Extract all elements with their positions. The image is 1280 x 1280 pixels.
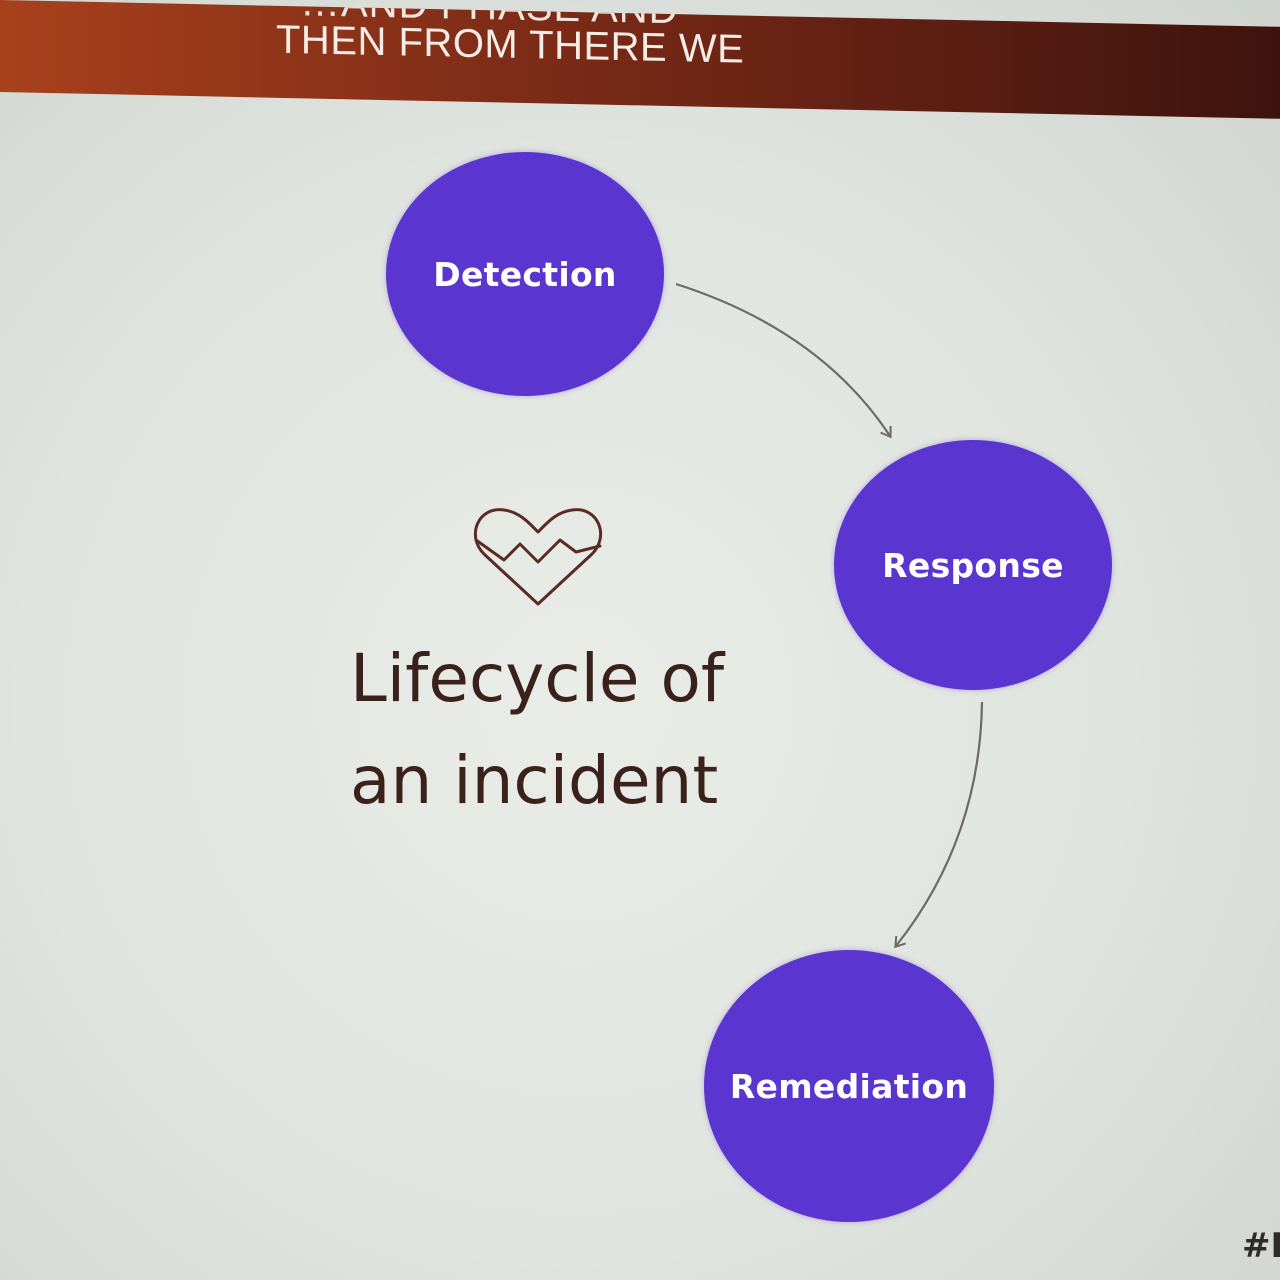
node-remediation: Remediation xyxy=(704,950,994,1222)
corner-hashtag: #I xyxy=(1242,1226,1280,1266)
diagram-title-line2: an incident xyxy=(350,742,719,819)
edge-detection-to-response xyxy=(675,282,892,439)
node-response: Response xyxy=(834,440,1112,690)
edge-response-to-remediation xyxy=(894,701,984,949)
node-detection: Detection xyxy=(386,152,664,396)
node-label-detection: Detection xyxy=(433,254,617,294)
node-label-remediation: Remediation xyxy=(729,1066,969,1106)
heart-pulse-icon xyxy=(473,508,603,606)
diagram-title: Lifecycle of an incident xyxy=(350,628,770,832)
diagram-title-line1: Lifecycle of xyxy=(350,640,725,717)
node-label-response: Response xyxy=(882,545,1064,585)
